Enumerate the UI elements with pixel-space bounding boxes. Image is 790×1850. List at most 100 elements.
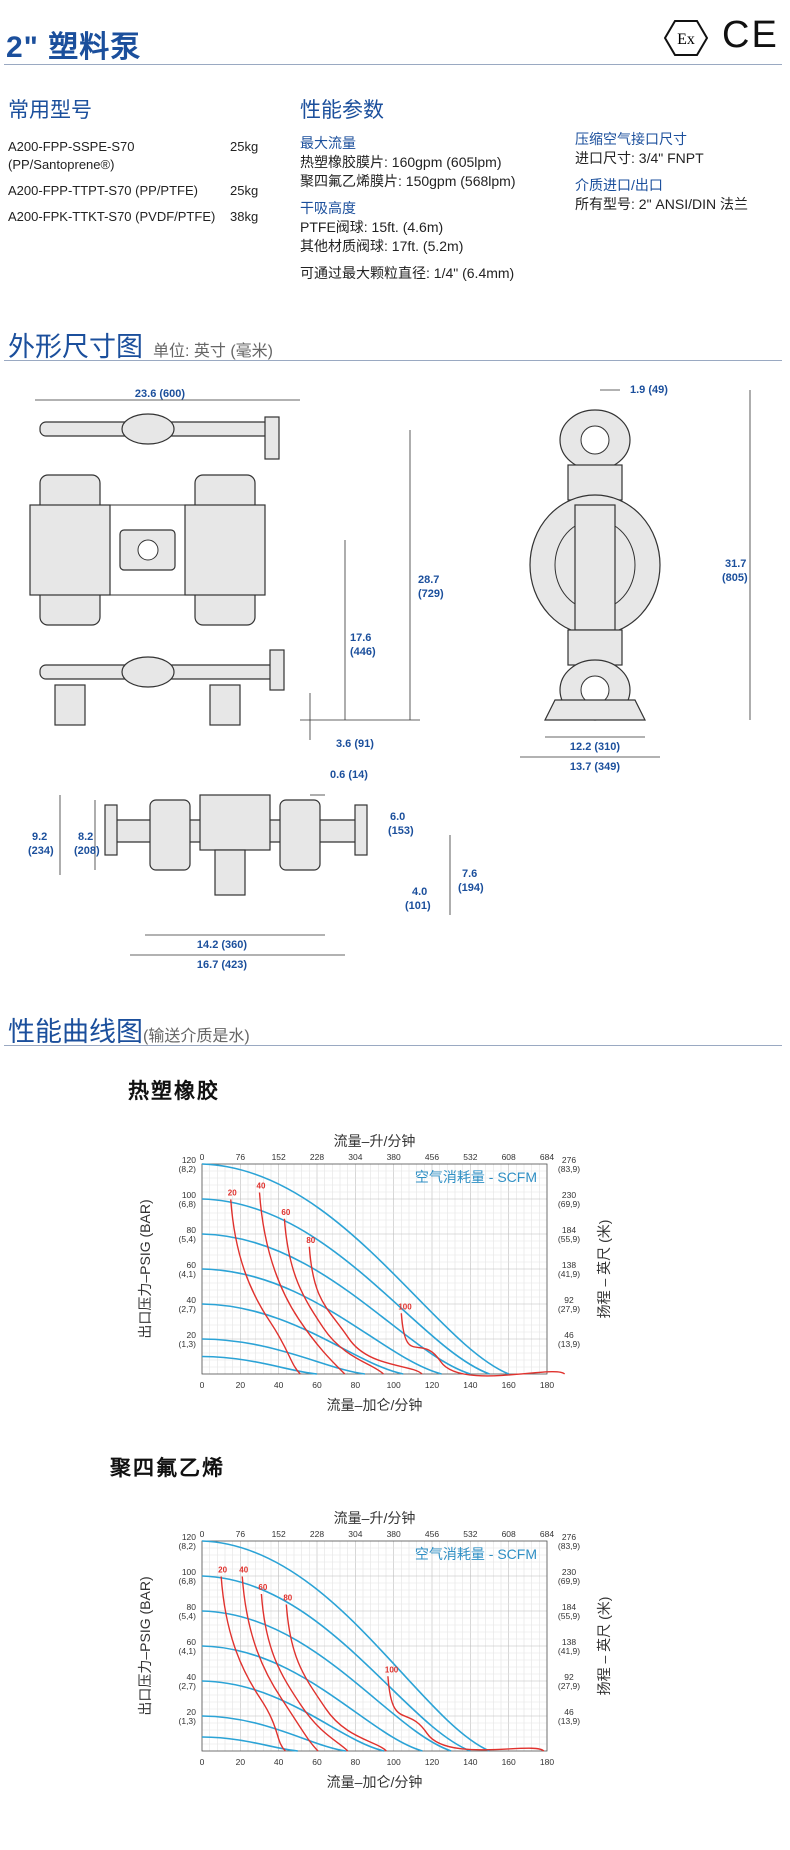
- legend-air: 空气消耗量 - SCFM: [415, 1546, 537, 1562]
- model-name: A200-FPP-SSPE-S70 (PP/Santoprene®): [8, 139, 135, 172]
- model-name: A200-FPK-TTKT-S70 (PVDF/PTFE): [8, 209, 216, 224]
- dim-top-offset: 0.6 (14): [330, 769, 368, 781]
- dim-side-height-mm: (805): [722, 572, 748, 584]
- x-top-tick-label: 228: [310, 1152, 324, 1162]
- model-weight: 25kg: [230, 183, 259, 198]
- x-top-tick-label: 152: [272, 1529, 286, 1539]
- x-tick-label: 0: [200, 1380, 205, 1390]
- y-tick-bar-label: (2,7): [179, 1681, 197, 1691]
- model-weight: 25kg: [230, 139, 259, 154]
- air-curve: [387, 1676, 545, 1752]
- pressure-curve: [201, 1268, 442, 1375]
- pressure-curve: [201, 1645, 423, 1752]
- y-tick-bar-label: (8,2): [179, 1541, 197, 1551]
- dim-side-top: 1.9 (49): [630, 384, 668, 396]
- y-right-tick-m-label: (41,9): [558, 1269, 580, 1279]
- y-right-tick-m-label: (69,9): [558, 1199, 580, 1209]
- dim-top-h3-mm: (194): [458, 882, 484, 894]
- x-top-tick-label: 608: [502, 1152, 516, 1162]
- y-tick-label: 120: [182, 1532, 196, 1542]
- svg-text:Ex: Ex: [677, 31, 695, 48]
- x-top-tick-label: 456: [425, 1152, 439, 1162]
- air-curve: [241, 1576, 319, 1752]
- pressure-curve: [201, 1198, 490, 1375]
- dim-side-height: 31.7: [725, 558, 746, 570]
- x-tick-label: 80: [351, 1757, 361, 1767]
- y-tick-label: 40: [187, 1295, 197, 1305]
- x-tick-label: 60: [312, 1380, 322, 1390]
- air-inlet-label: 压缩空气接口尺寸: [575, 131, 687, 147]
- dim-top-h3: 7.6: [462, 868, 477, 880]
- y-tick-label: 60: [187, 1637, 197, 1647]
- top-view-drawing: [104, 794, 368, 896]
- x-top-tick-label: 380: [387, 1152, 401, 1162]
- air-curve-label: 60: [281, 1208, 290, 1217]
- y-tick-label: 120: [182, 1155, 196, 1165]
- suction-other: 其他材质阀球: 17ft. (5.2m): [300, 238, 464, 254]
- x-tick-label: 160: [502, 1757, 516, 1767]
- dim-side-overall: 13.7 (349): [570, 761, 620, 773]
- dim-top-h2-mm: (101): [405, 900, 431, 912]
- dim-front-mid: 17.6: [350, 632, 371, 644]
- y-tick-bar-label: (6,8): [179, 1199, 197, 1209]
- y-tick-label: 100: [182, 1567, 196, 1577]
- x-top-tick-label: 0: [200, 1152, 205, 1162]
- curves-heading-row: 性能曲线图(输送介质是水): [8, 1010, 250, 1049]
- x-axis-title: 流量–加仑/分钟: [327, 1774, 423, 1790]
- max-flow-ptfe: 聚四氟乙烯膜片: 150gpm (568lpm): [300, 173, 516, 189]
- suction-ptfe: PTFE阀球: 15ft. (4.6m): [300, 219, 444, 235]
- dim-top-w1: 14.2 (360): [197, 939, 247, 951]
- air-curve: [285, 1604, 387, 1752]
- x-tick-label: 80: [351, 1380, 361, 1390]
- dim-front-bottom: 3.6 (91): [336, 738, 374, 750]
- air-curve-label: 40: [257, 1182, 266, 1191]
- curves-heading: 性能曲线图: [8, 1017, 143, 1047]
- page-title: 2" 塑料泵: [6, 31, 142, 64]
- y-right-tick-label: 46: [564, 1707, 574, 1717]
- model-row: A200-FPP-TTPT-S70 (PP/PTFE) 25kg: [8, 182, 288, 200]
- dim-front-height: 28.7: [418, 574, 439, 586]
- model-weight: 38kg: [230, 209, 259, 224]
- x-tick-label: 60: [312, 1757, 322, 1767]
- dim-top-left2-mm: (208): [74, 845, 100, 857]
- pressure-curve: [201, 1303, 404, 1375]
- x-top-axis-title: 流量–升/分钟: [334, 1510, 416, 1526]
- x-tick-label: 100: [387, 1380, 401, 1390]
- dim-top-w2: 16.7 (423): [197, 959, 247, 971]
- max-flow-tpe: 热塑橡胶膜片: 160gpm (605lpm): [300, 154, 502, 170]
- y-right-tick-m-label: (55,9): [558, 1234, 580, 1244]
- x-tick-label: 20: [236, 1380, 246, 1390]
- ex-hexagon-icon: Ex: [663, 20, 709, 56]
- y-right-tick-m-label: (13,9): [558, 1716, 580, 1726]
- y-right-tick-label: 230: [562, 1567, 576, 1577]
- x-tick-label: 0: [200, 1757, 205, 1767]
- air-inlet-value: 进口尺寸: 3/4" FNPT: [575, 150, 704, 166]
- max-flow-label: 最大流量: [300, 135, 356, 151]
- air-section: 压缩空气接口尺寸 进口尺寸: 3/4" FNPT 介质进口/出口 所有型号: 2…: [575, 130, 785, 214]
- y-tick-bar-label: (8,2): [179, 1164, 197, 1174]
- y-right-tick-m-label: (83,9): [558, 1541, 580, 1551]
- performance-heading: 性能参数: [300, 99, 384, 122]
- y-right-tick-label: 230: [562, 1190, 576, 1200]
- x-axis-title: 流量–加仑/分钟: [327, 1397, 423, 1413]
- x-top-tick-label: 532: [463, 1529, 477, 1539]
- model-row: A200-FPP-SSPE-S70 (PP/Santoprene®) 25kg: [8, 138, 288, 174]
- x-top-tick-label: 152: [272, 1152, 286, 1162]
- ce-mark: CE: [722, 14, 779, 56]
- x-top-tick-label: 380: [387, 1529, 401, 1539]
- models-section: 常用型号 A200-FPP-SSPE-S70 (PP/Santoprene®) …: [8, 94, 288, 226]
- x-tick-label: 120: [425, 1380, 439, 1390]
- dim-front-mid-mm: (446): [350, 646, 376, 658]
- air-curve-label: 80: [306, 1236, 315, 1245]
- x-tick-label: 100: [387, 1757, 401, 1767]
- y-right-tick-m-label: (13,9): [558, 1339, 580, 1349]
- x-tick-label: 20: [236, 1757, 246, 1767]
- y-right-tick-label: 92: [564, 1295, 574, 1305]
- y-axis-title: 出口压力–PSIG (BAR): [137, 1199, 153, 1338]
- x-top-tick-label: 456: [425, 1529, 439, 1539]
- dimensions-heading: 外形尺寸图: [8, 332, 143, 362]
- performance-section: 性能参数 最大流量 热塑橡胶膜片: 160gpm (605lpm) 聚四氟乙烯膜…: [300, 94, 560, 283]
- y-right-axis-title: 扬程 – 英尺 (米): [596, 1597, 612, 1696]
- model-name: A200-FPP-TTPT-S70 (PP/PTFE): [8, 183, 198, 198]
